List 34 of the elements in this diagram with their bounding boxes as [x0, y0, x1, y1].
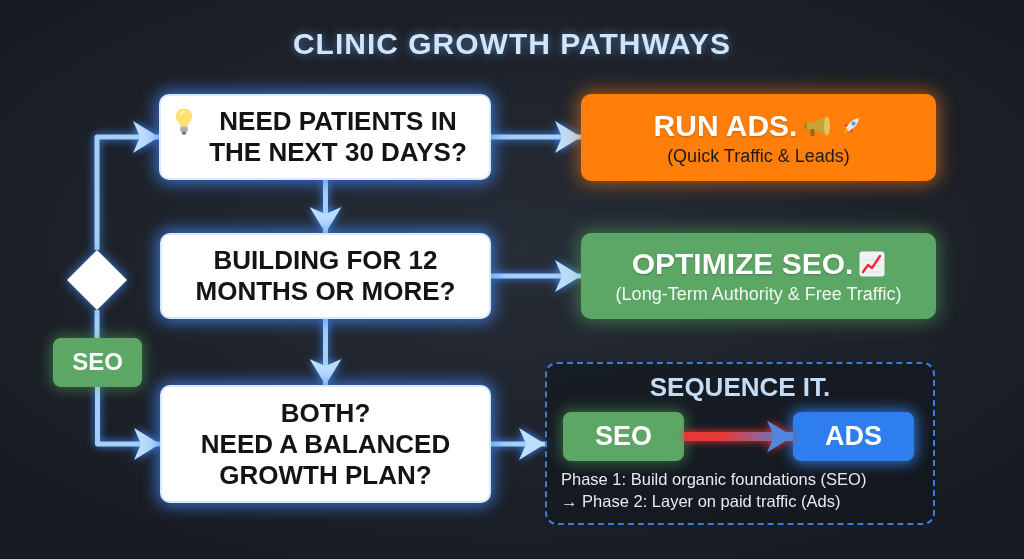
arrow — [309, 319, 342, 385]
question-text: BUILDING FOR 12 MONTHS OR MORE? — [194, 245, 457, 307]
phase-note: Phase 1: Build organic foundations (SEO) — [561, 469, 867, 490]
step-tag — [563, 412, 684, 461]
tag-text: SEO — [72, 349, 123, 376]
question-box — [159, 94, 491, 180]
result-card — [581, 233, 936, 319]
question-box — [160, 233, 491, 319]
result-subtitle: (Quick Traffic & Leads) — [667, 144, 850, 168]
arrow — [309, 180, 342, 233]
tag-text: ADS — [825, 421, 882, 452]
arrow — [491, 428, 545, 460]
result-heading: RUN ADS. — [653, 107, 798, 144]
dashed-group-panel — [545, 362, 935, 525]
arrow — [94, 121, 159, 250]
arrow — [684, 420, 793, 453]
arrow — [491, 260, 581, 292]
arrow — [491, 121, 581, 153]
result-heading: OPTIMIZE SEO. — [631, 246, 854, 282]
tag-text: SEO — [595, 421, 652, 452]
step-tag — [53, 338, 142, 387]
diagram-title: CLINIC GROWTH PATHWAYS — [292, 26, 732, 62]
phase-note: → Phase 2: Layer on paid traffic (Ads) — [561, 491, 841, 512]
step-tag — [793, 412, 914, 461]
question-text: NEED PATIENTS IN THE NEXT 30 DAYS? — [208, 106, 468, 168]
connector-line — [94, 310, 100, 338]
arrow — [95, 387, 160, 460]
decision-diamond — [67, 250, 127, 310]
question-text: BOTH? — [280, 397, 371, 429]
question-text: NEED A BALANCED GROWTH PLAN? — [199, 428, 452, 491]
result-subtitle: (Long-Term Authority & Free Traffic) — [615, 283, 902, 306]
result-card — [581, 94, 936, 181]
panel-heading: SEQUENCE IT. — [649, 372, 831, 402]
question-box — [160, 385, 491, 503]
